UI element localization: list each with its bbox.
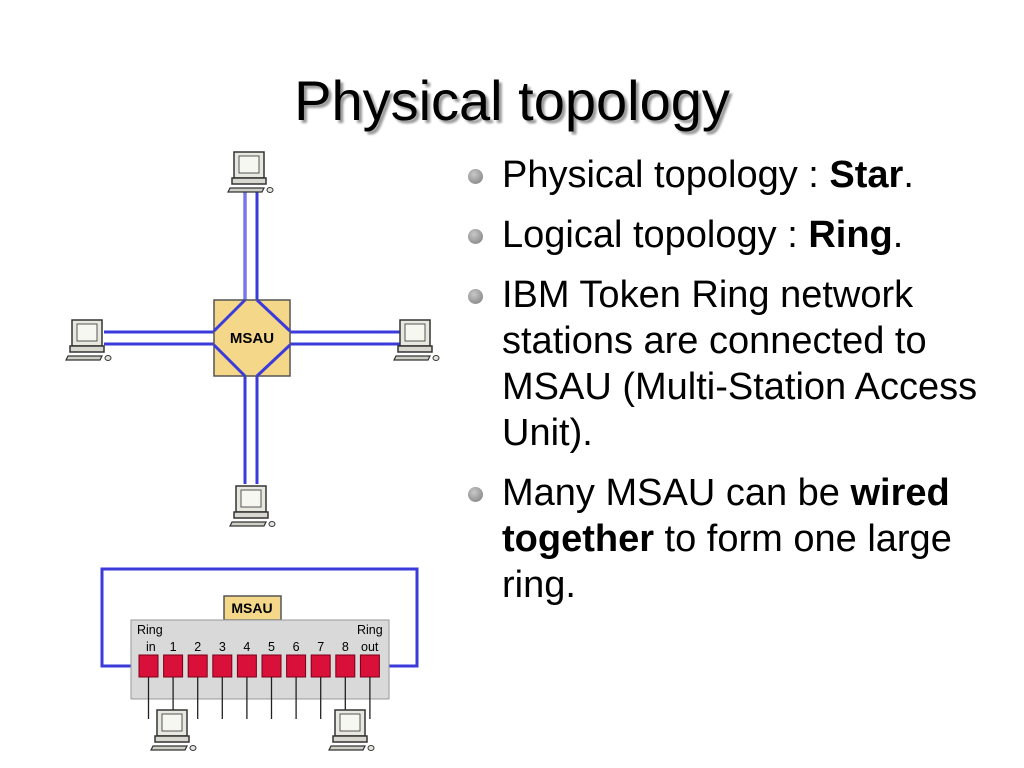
bullet-dot-icon [468, 487, 483, 502]
port-number-label: 1 [170, 640, 177, 654]
ring-in-sub-label: in [146, 640, 156, 654]
bullet-bold-text: wired together [502, 472, 950, 560]
station-port [163, 654, 184, 678]
bullet-item: Physical topology : Star. [466, 152, 1018, 198]
port-number-label: 3 [219, 640, 226, 654]
hub-label: MSAU [230, 330, 274, 347]
bullet-bold-text: Star [829, 154, 904, 196]
station-port [261, 654, 282, 678]
bullet-list: Physical topology : Star. Logical topolo… [466, 152, 1018, 622]
bullet-text: to form one large ring. [502, 518, 952, 606]
bullet-text: Many MSAU can be [502, 472, 851, 514]
msau-unit-label: MSAU [231, 600, 272, 616]
msau-panel: Ring in Ring out 1 2 3 4 5 6 7 8 [130, 619, 390, 700]
ring-out-sub-label: out [361, 640, 379, 654]
port-number-label: 5 [268, 640, 275, 654]
computer-icon [328, 709, 375, 752]
bullet-dot-icon [468, 289, 483, 304]
station-port [236, 654, 257, 678]
ring-out-port [359, 654, 380, 678]
station-port [212, 654, 233, 678]
computer-icon [65, 319, 112, 362]
port-number-label: 2 [194, 640, 201, 654]
computer-icon [150, 709, 197, 752]
msau-hub: MSAU [212, 298, 292, 378]
ring-loop [100, 567, 419, 668]
bullet-text: . [903, 154, 914, 196]
bullet-dot-icon [468, 169, 483, 184]
station-port [286, 654, 307, 678]
star-cables [104, 192, 400, 484]
bullet-text: IBM Token Ring network stations are conn… [502, 274, 978, 454]
msau-unit-label-box: MSAU [223, 595, 282, 621]
station-port [335, 654, 356, 678]
ring-in-label: Ring [137, 623, 163, 637]
station-port [187, 654, 208, 678]
computer-icon [393, 319, 440, 362]
bullet-item: IBM Token Ring network stations are conn… [466, 272, 1018, 456]
bullet-bold-text: Ring [808, 214, 893, 256]
port-number-label: 7 [317, 640, 324, 654]
port-number-label: 8 [342, 640, 349, 654]
ring-out-label: Ring [357, 623, 383, 637]
port-number-label: 6 [293, 640, 300, 654]
bullet-item: Logical topology : Ring. [466, 212, 1018, 258]
computer-icon [229, 485, 276, 528]
bullet-item: Many MSAU can be wired together to form … [466, 470, 1018, 608]
bullet-dot-icon [468, 229, 483, 244]
station-port [310, 654, 331, 678]
bullet-text: . [892, 214, 904, 256]
bullet-text: Logical topology : [502, 214, 809, 256]
bullet-text: Physical topology : [502, 154, 830, 196]
ring-in-port [138, 654, 159, 678]
port-number-label: 4 [243, 640, 250, 654]
slide-title: Physical topology [294, 69, 730, 132]
computer-icon [227, 151, 274, 194]
